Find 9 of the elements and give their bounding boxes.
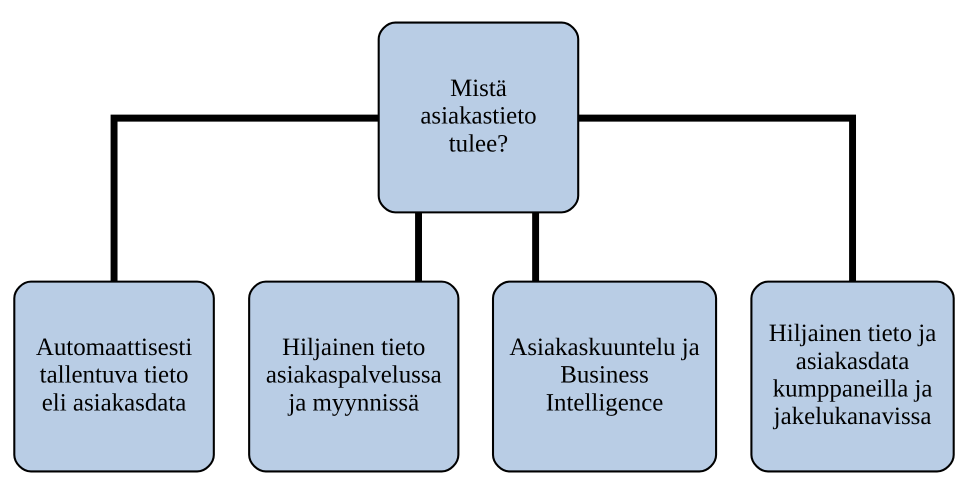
node-box: Mistä asiakastieto tulee? (378, 22, 580, 214)
node-box: Hiljainen tieto ja asiakasdata kumppaneilla ja jakelukanavissa (750, 280, 955, 472)
node-box: Automaattisesti tallentuva tieto eli asiakasdata (13, 280, 215, 472)
node-box: Asiakaskuuntelu ja Business Intelligence (492, 280, 718, 472)
connector (532, 212, 540, 282)
node-box: Hiljainen tieto asiakaspalvelussa ja myynnissä (248, 280, 460, 472)
connector (578, 114, 856, 282)
connector (415, 212, 422, 282)
connector (110, 114, 378, 282)
